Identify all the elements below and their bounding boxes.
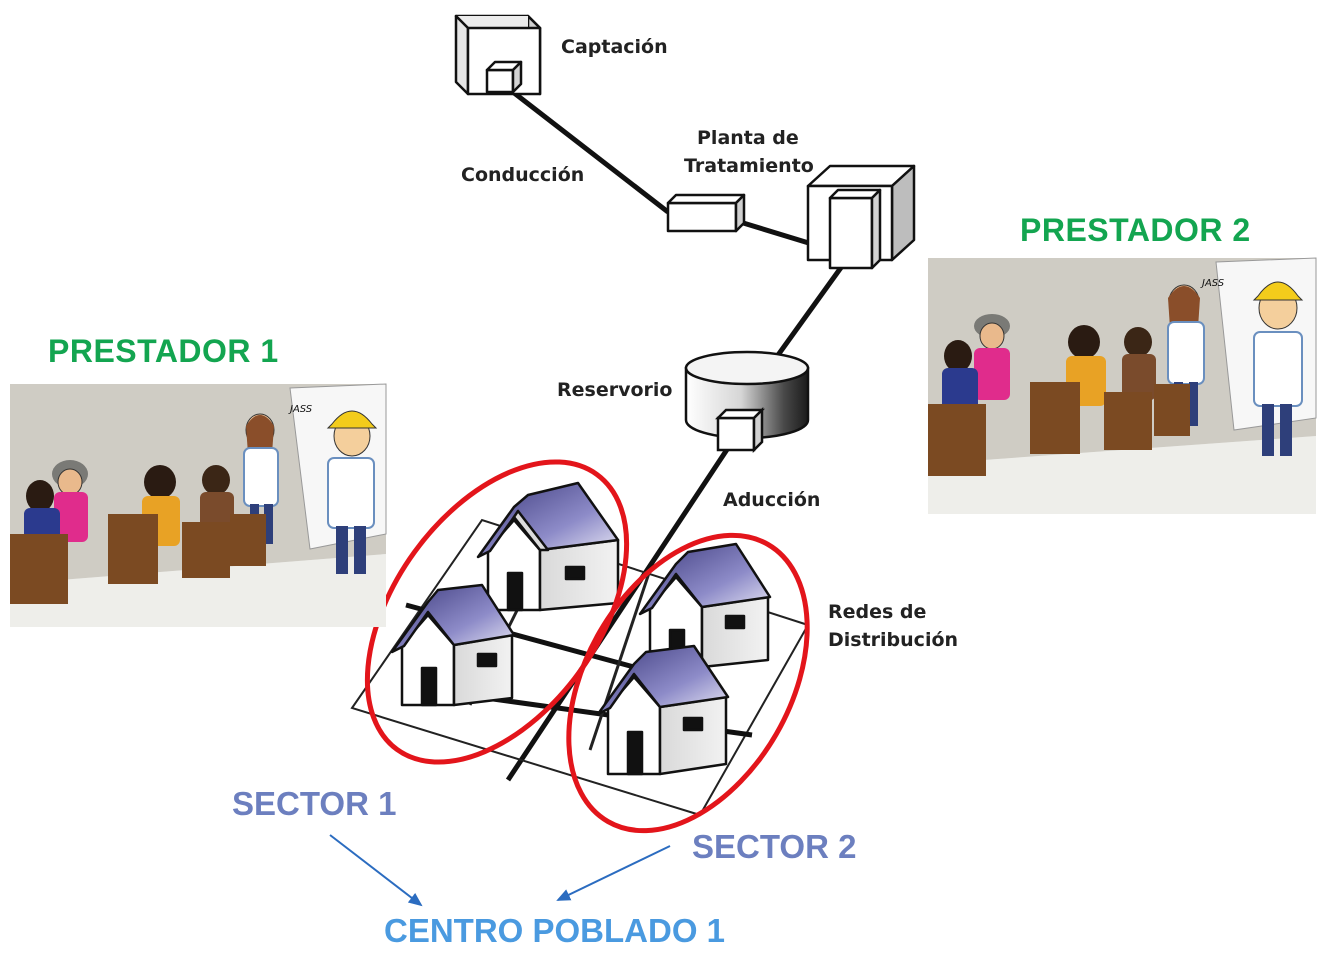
planta-tratamiento-structure (806, 164, 916, 270)
conduccion-label: Conducción (461, 164, 585, 186)
house (596, 644, 730, 776)
sector-2-arrow (556, 845, 671, 901)
redes-label-line1: Redes de (828, 601, 927, 623)
centro-poblado-label: CENTRO POBLADO 1 (384, 912, 726, 949)
sector-2-label: SECTOR 2 (692, 828, 857, 865)
reservorio-tank (684, 350, 810, 454)
captacion-structure (454, 14, 542, 96)
pipe-lines (498, 80, 848, 782)
prestador-1-title: PRESTADOR 1 (48, 333, 279, 369)
planta-label-line1: Planta de (697, 127, 799, 149)
aduccion-label: Aducción (723, 489, 821, 511)
planta-label-line2: Tratamiento (684, 155, 814, 177)
prestador-2-title: PRESTADOR 2 (1020, 212, 1251, 248)
redes-label-line2: Distribución (828, 629, 959, 651)
house (638, 542, 772, 669)
prestador-2-illustration: JASS (928, 257, 1317, 514)
conduccion-box (666, 193, 746, 233)
reservorio-label: Reservorio (557, 379, 673, 401)
prestador-1-illustration: JASS (10, 383, 387, 627)
house (390, 583, 516, 707)
jass-sign: JASS (1200, 278, 1225, 289)
captacion-label: Captación (561, 36, 668, 58)
sector-2-ring (566, 532, 810, 834)
house (476, 481, 620, 612)
houses (390, 481, 772, 776)
sector-1-label: SECTOR 1 (232, 785, 397, 822)
sector-1-arrow (329, 834, 423, 907)
jass-sign: JASS (288, 404, 313, 415)
